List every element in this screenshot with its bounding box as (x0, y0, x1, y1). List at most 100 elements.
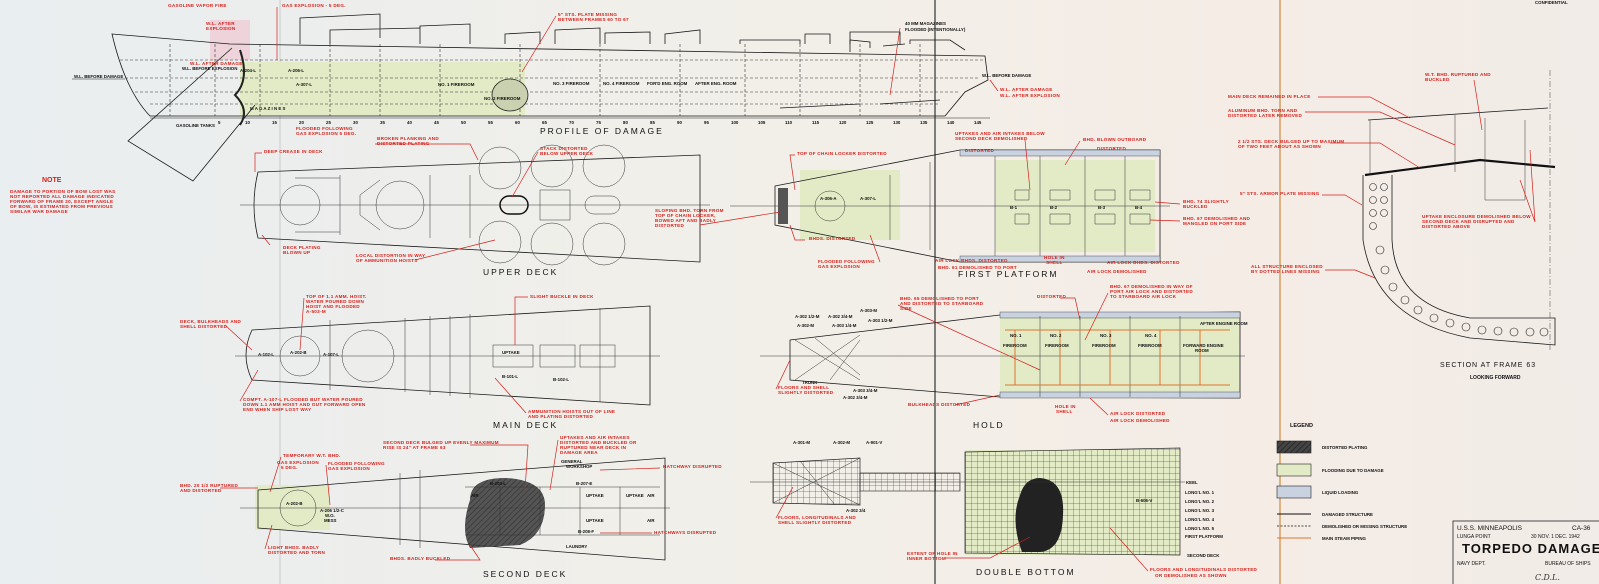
fireroom-label: FIREROOM (1138, 343, 1162, 348)
callout: 5" STS. ARMOR PLATE MISSING (1240, 191, 1320, 196)
compartment-label: NO. 4 FIREROOM (603, 81, 640, 86)
compartment-label: A-202-B (290, 350, 307, 355)
callout: DISTORTED ABOVE (1422, 224, 1470, 229)
view-title: FIRST PLATFORM (958, 269, 1058, 279)
callout: FLOODED (INTENTIONALLY) (905, 27, 966, 32)
second-deck-outline (257, 457, 666, 561)
callout: COMPT. A-107-L FLOODED BUT WATER POURED (243, 397, 363, 402)
callout: 5" STS. PLATE MISSING (558, 12, 617, 17)
uptake-box (539, 344, 576, 368)
bulged-deck (1364, 158, 1556, 177)
lightening-holes (1369, 183, 1549, 337)
compartment-label: NO. 1 FIREROOM (438, 82, 475, 87)
callout: GAS EXPLOSION 5 DEG. (296, 131, 356, 136)
view-title: UPPER DECK (483, 267, 558, 277)
compartment-label: A-302-M (833, 440, 850, 445)
liquid-tanks (959, 255, 1161, 263)
section-title: SECTION AT FRAME 63 (1440, 362, 1536, 369)
compartment-label: M A G A Z I N E S (250, 106, 286, 111)
frame-number: 5 (218, 120, 221, 125)
callout: BHDS. BADLY BUCKLED (390, 556, 451, 561)
bureau: BUREAU OF SHIPS (1545, 561, 1591, 567)
note-line: NOT REPORTED ALL DAMAGE INDICATED (10, 194, 114, 199)
deckhouse (539, 189, 571, 221)
gun-mount (582, 144, 626, 188)
legend-label: LIQUID LOADING (1322, 490, 1359, 495)
section-frame-63: W.T. BHD. RUPTURED AND BUCKLED MAIN DECK… (1228, 70, 1556, 381)
propeller-shafts (779, 99, 941, 109)
compartment-lines (120, 44, 985, 116)
callout: BHD. 74 SLIGHTLY (1183, 199, 1229, 204)
title-block-frame (1452, 520, 1599, 584)
callout: DISTORTED (1037, 294, 1067, 299)
compartment-label: GENERAL (561, 459, 583, 464)
structure-label: FIRST PLATFORM (1185, 534, 1223, 539)
gun-mount (582, 222, 626, 266)
compartment-label: W.O. (325, 513, 335, 518)
callout: BROKEN PLANKING AND (377, 136, 439, 141)
trunk-structure (794, 334, 861, 381)
liquid-tanks (999, 391, 1241, 399)
compartment-label: MESS (324, 518, 337, 523)
upper-deck-plan: BROKEN PLANKING AND DISTORTED PLATING DE… (240, 136, 710, 277)
callout: 2 1/2 STS. DECK BULGED UP TO MAXIMUM (1238, 139, 1344, 144)
liquid-tanks (999, 311, 1241, 319)
compartment-label: TRUNK (802, 380, 818, 385)
compartment-label: B-203-L (490, 481, 506, 486)
compartment-label: B-207-E (576, 481, 592, 486)
callout: DECK, BULKHEADS AND (180, 319, 242, 324)
callout: TEMPORARY W.T. BHD. (283, 453, 341, 458)
frame-number: 30 (353, 120, 358, 125)
compartment-label: A-303-M (860, 308, 877, 313)
fire-stain (210, 20, 250, 60)
callout: AMMUNITION HOISTS OUT OF LINE (528, 409, 615, 414)
compartment-label: A-303 3/4-M (853, 388, 878, 393)
callout: FLOORS, LONGITUDINALS AND (778, 515, 856, 520)
compartment-label: A-307-L (860, 196, 876, 201)
callout: BOWED AFT AND BADLY (655, 218, 716, 223)
frame-number: 110 (785, 120, 793, 125)
callout: BHDS. DISTORTED (809, 236, 856, 241)
department: NAVY DEPT. (1457, 561, 1486, 567)
after-turret (849, 39, 906, 52)
compartment-label: AFTER ENG. ROOM (695, 81, 737, 86)
callout: SLOPING BHD. TORN FROM (655, 208, 724, 213)
bulkheads (1039, 316, 1181, 397)
compartment-label: A-303 1/2-M (868, 318, 893, 323)
frame-number: 20 (299, 120, 304, 125)
frame-number: 55 (488, 120, 493, 125)
frame-number: 80 (623, 120, 628, 125)
frame-number: 45 (434, 120, 439, 125)
callout: AIR LOCK DISTORTED (1110, 411, 1166, 416)
double-bottom-plan: A-301-M A-302-M A-901-V A-302 3/4 B-606-… (750, 440, 1257, 578)
uptake-openings (1014, 189, 1151, 225)
callout: W.T. BHD. RUPTURED AND (1425, 72, 1491, 77)
legend-label: FLOODING DUE TO DAMAGE (1322, 468, 1384, 473)
callout: ALUMINUM BHD. TORN AND (1228, 108, 1298, 113)
bow-lost-outline (127, 47, 256, 182)
leader-lines (254, 143, 539, 261)
callout: TOP OF 1.1 AMM. HOIST. (306, 294, 367, 299)
callout: FLOODED FOLLOWING (328, 461, 385, 466)
confidential-mark: CONFIDENTIAL (1535, 0, 1568, 5)
hull-number: CA-36 (1572, 525, 1591, 532)
callout: DECK PLATING (283, 245, 321, 250)
waterline-label: W.L. BEFORE DAMAGE (74, 74, 123, 79)
location: LUNGA POINT (1457, 534, 1491, 540)
frame-number: 135 (920, 120, 928, 125)
compartment-label: LAUNDRY (566, 544, 587, 549)
distorted-chain-locker (778, 188, 788, 224)
callout: BHD. BLOWN OUTBOARD (1083, 137, 1147, 142)
note-line: SIMILAR WAR DAMAGE (10, 209, 68, 214)
callout: INNER BOTTOM (907, 556, 946, 561)
compartment-label: AIR (647, 518, 655, 523)
superstructure (299, 13, 966, 51)
view-title: HOLD (973, 420, 1005, 430)
structure-label: SECOND DECK (1187, 553, 1220, 558)
legend-label: DEMOLISHED OR MISSING STRUCTURE (1322, 524, 1407, 529)
callout: AIR LOCK DEMOLISHED (1110, 418, 1170, 423)
callout: TOP OF CHAIN LOCKER DISTORTED (797, 151, 887, 156)
callout: TOP OF CHAIN LOCKER, (655, 213, 716, 218)
compartment-label: B-606-V (1136, 498, 1152, 503)
callout: BUCKLED (1183, 204, 1208, 209)
